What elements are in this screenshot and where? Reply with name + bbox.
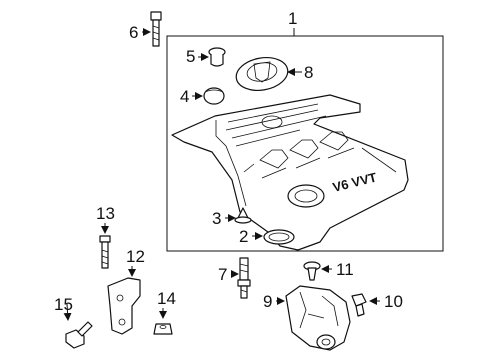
callout-9: 9 bbox=[263, 292, 272, 311]
callout-14: 14 bbox=[157, 289, 176, 308]
callout-12: 12 bbox=[126, 247, 145, 266]
isolator bbox=[234, 207, 252, 224]
leader-15 bbox=[63, 303, 72, 321]
emblem bbox=[235, 57, 289, 91]
bolt-15 bbox=[65, 321, 93, 349]
callout-8: 8 bbox=[304, 63, 313, 82]
callout-13: 13 bbox=[96, 204, 115, 223]
module-9 bbox=[285, 285, 351, 351]
bolt-6 bbox=[150, 11, 162, 47]
pushpin-11 bbox=[303, 261, 321, 281]
stud-7 bbox=[237, 257, 251, 299]
callout-7: 7 bbox=[218, 265, 227, 284]
callout-11: 11 bbox=[336, 260, 354, 279]
callout-6: 6 bbox=[129, 23, 138, 42]
engine-cover: V6 VVT bbox=[171, 94, 409, 251]
callout-2: 2 bbox=[239, 227, 248, 246]
cap-grommet bbox=[208, 47, 226, 67]
callout-5: 5 bbox=[186, 47, 195, 66]
callout-3: 3 bbox=[212, 209, 221, 228]
seal-ring bbox=[263, 229, 295, 245]
callout-1: 1 bbox=[288, 9, 297, 28]
bolt-10 bbox=[351, 293, 367, 317]
grommet bbox=[203, 87, 225, 105]
bracket bbox=[107, 277, 141, 335]
nut-14 bbox=[153, 323, 173, 335]
assembly-box bbox=[166, 35, 444, 252]
stud-13 bbox=[99, 235, 111, 269]
callout-15: 15 bbox=[54, 295, 73, 314]
callout-4: 4 bbox=[180, 87, 189, 106]
callout-10: 10 bbox=[384, 292, 403, 311]
